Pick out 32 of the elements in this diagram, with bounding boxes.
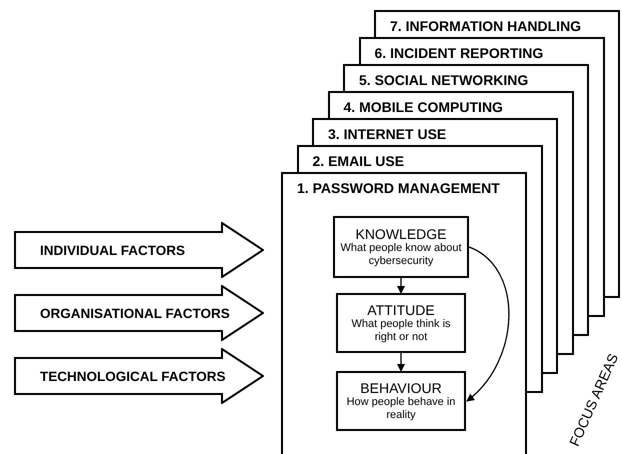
box-description: What people know about cybersecurity	[339, 242, 463, 268]
box-description: How people behave in reality	[346, 396, 456, 422]
arrow-label: INDIVIDUAL FACTORS	[40, 242, 186, 260]
box-heading: ATTITUDE	[367, 302, 435, 318]
arrow-shaped-box	[14, 348, 264, 404]
card-title: 3. INTERNET USE	[328, 126, 446, 142]
focus-area-card	[328, 91, 574, 118]
focus-area-card	[374, 10, 620, 37]
arrow-shaped-box	[14, 222, 264, 278]
focus-area-card	[343, 64, 589, 91]
box-heading: BEHAVIOUR	[360, 380, 442, 396]
card-title: 2. EMAIL USE	[312, 153, 404, 169]
card-title: 5. SOCIAL NETWORKING	[359, 72, 528, 88]
card-title: 4. MOBILE COMPUTING	[344, 99, 503, 115]
card-title: 1. PASSWORD MANAGEMENT	[297, 180, 500, 196]
box-description: What people think is right or not	[350, 318, 452, 344]
arrow-shaped-box	[14, 285, 264, 341]
arrow	[397, 353, 405, 372]
process-box	[336, 371, 466, 431]
focus-area-card	[358, 37, 604, 64]
process-box	[336, 293, 466, 353]
focus-area-card	[296, 145, 542, 172]
card-title: 7. INFORMATION HANDLING	[390, 18, 582, 34]
focus-area-card	[281, 172, 527, 454]
process-box	[333, 216, 469, 278]
focus-area-card	[312, 118, 558, 145]
arrow-label: TECHNOLOGICAL FACTORS	[40, 368, 226, 386]
box-heading: KNOWLEDGE	[355, 226, 446, 242]
arrow	[466, 246, 510, 402]
arrow-label: ORGANISATIONAL FACTORS	[40, 304, 230, 322]
card-title: 6. INCIDENT REPORTING	[374, 45, 544, 61]
arrow	[397, 278, 405, 294]
